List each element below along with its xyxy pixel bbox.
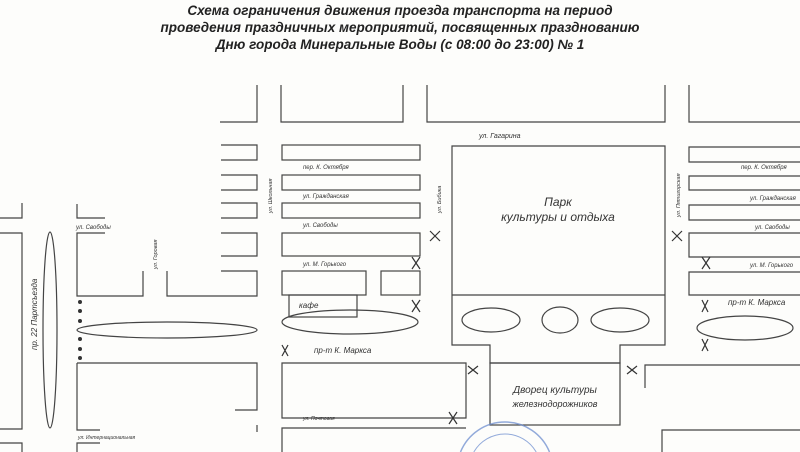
zone-karl-marx-west bbox=[76, 321, 258, 339]
street-m-gorkogo: ул. М. Горького bbox=[302, 262, 347, 268]
street-partsyezda: пр. 22 Партсъезда bbox=[30, 278, 39, 350]
park-label-2: культуры и отдыха bbox=[501, 210, 615, 224]
road-closure-marks bbox=[281, 230, 711, 425]
stamp bbox=[459, 421, 551, 452]
place-labels: Парк культуры и отдыха Дворец культуры ж… bbox=[299, 195, 615, 409]
street-pochtovaya: ул. Почтовая bbox=[302, 416, 335, 422]
street-gagarina: ул. Гагарина bbox=[478, 133, 521, 140]
cafe-label: кафе bbox=[299, 301, 319, 310]
street-shkolnaya: ул. Школьная bbox=[268, 178, 274, 214]
street-svobody-west: ул. Свободы bbox=[75, 225, 111, 231]
park-label-1: Парк bbox=[544, 195, 573, 209]
cafe-building bbox=[288, 294, 358, 318]
street-svobody-east: ул. Свободы bbox=[754, 225, 790, 231]
map-title: Схема ограничения движения проезда транс… bbox=[0, 2, 800, 53]
street-grazhdanskaya-east: ул. Гражданская bbox=[749, 196, 797, 202]
city-blocks bbox=[0, 85, 800, 452]
street-k-oktyabrya: пер. К. Октября bbox=[303, 165, 350, 171]
pedestrian-zones bbox=[42, 231, 794, 429]
zone-cafe bbox=[281, 309, 419, 335]
street-gorovaya: ул. Горовая bbox=[153, 239, 159, 270]
street-bibika: ул. Бибика bbox=[437, 186, 443, 214]
palace-label-1: Дворец культуры bbox=[512, 385, 597, 396]
street-pyatigorskaya: ул. Пятигорская bbox=[676, 173, 682, 218]
title-line-3: Дню города Минеральные Воды (с 08:00 до … bbox=[215, 37, 585, 52]
street-k-oktyabrya-east: пер. К. Октября bbox=[741, 165, 788, 171]
street-k-marksa: пр-т К. Маркса bbox=[314, 346, 372, 355]
barrier-dots bbox=[78, 300, 82, 360]
street-labels: ул. Гагарина пер. К. Октября ул. Граждан… bbox=[30, 133, 797, 441]
zone-partsyezda bbox=[42, 231, 58, 429]
street-m-gorkogo-east: ул. М. Горького bbox=[749, 263, 794, 269]
palace-label-2: железнодорожников bbox=[512, 399, 598, 409]
street-internatsionalnaya: ул. Интернациональная bbox=[77, 435, 136, 441]
street-svobody: ул. Свободы bbox=[302, 223, 338, 229]
street-k-marksa-east: пр-т К. Маркса bbox=[728, 298, 786, 307]
palace-building bbox=[489, 362, 621, 426]
title-line-2: проведения праздничных мероприятий, посв… bbox=[160, 20, 640, 35]
street-grazhdanskaya: ул. Гражданская bbox=[302, 194, 350, 200]
title-line-1: Схема ограничения движения проезда транс… bbox=[187, 3, 613, 18]
zone-karl-marx-east bbox=[696, 315, 794, 341]
